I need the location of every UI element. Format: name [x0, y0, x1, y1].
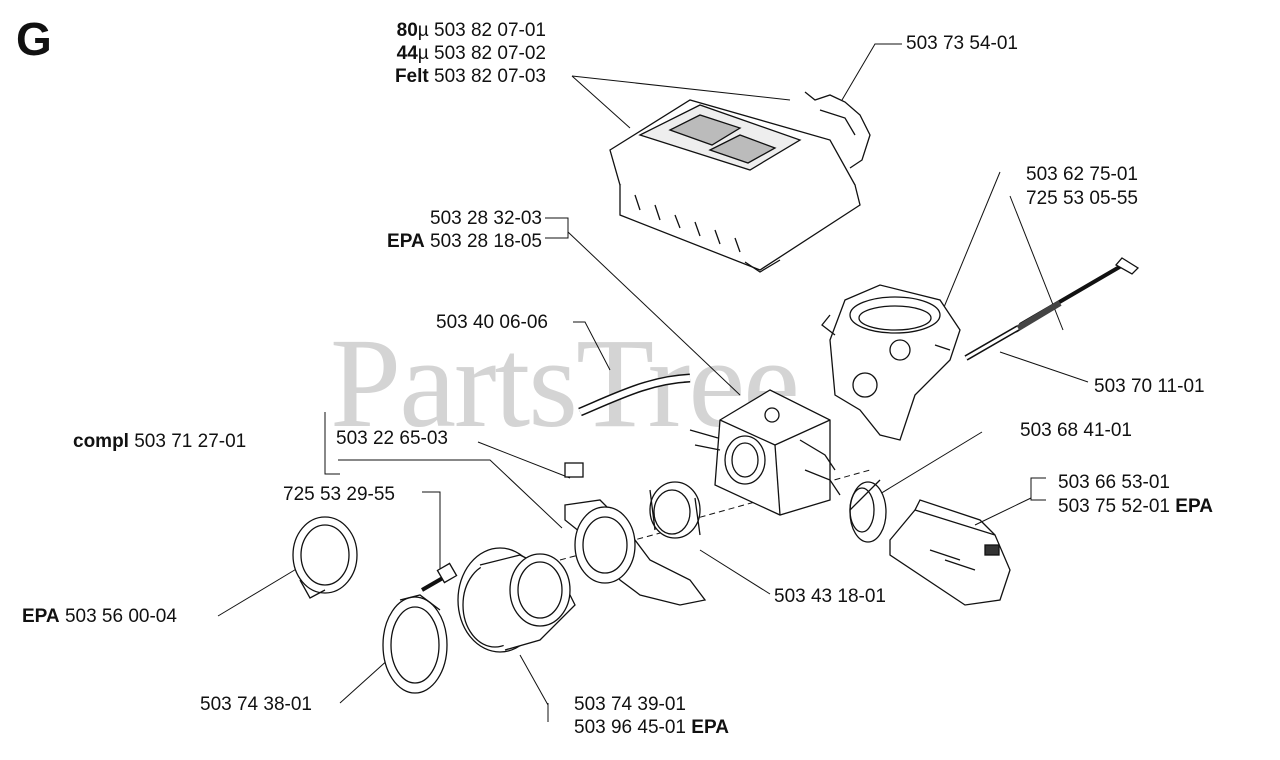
label-manifold: 503 62 75-01 [1026, 164, 1138, 185]
label-carb-epa: EPA 503 28 18-05 [387, 231, 542, 252]
label-bracket-epa: 503 75 52-01 EPA [1058, 496, 1213, 517]
throttle-bracket [889, 499, 1011, 606]
spring-clip [804, 91, 871, 169]
label-intake-a: 503 74 39-01 [574, 694, 686, 715]
long-screw [1013, 257, 1140, 333]
carburetor-gasket [849, 479, 887, 543]
rubber-boot [649, 481, 701, 539]
label-intake-epa: 503 96 45-01 EPA [574, 717, 729, 738]
label-filter-44: 44µ 503 82 07-02 [396, 43, 546, 64]
clamp-assembly [564, 462, 707, 606]
label-clamp-compl: compl 503 71 27-01 [73, 431, 247, 452]
label-carb-a: 503 28 32-03 [430, 208, 542, 229]
hose-clamp [292, 516, 358, 599]
intake-flange [457, 547, 576, 653]
flange-ring [382, 594, 448, 694]
label-flange: 503 74 38-01 [200, 694, 312, 715]
screw [421, 562, 458, 592]
air-filter-cover [609, 99, 861, 273]
label-filter-80: 80µ 503 82 07-01 [396, 20, 546, 41]
label-ring: 503 43 18-01 [774, 586, 886, 607]
label-bracket-a: 503 66 53-01 [1058, 472, 1170, 493]
label-filter-felt: Felt 503 82 07-03 [394, 66, 546, 87]
carburetor [689, 389, 841, 516]
intake-manifold [821, 284, 961, 441]
fuel-hose [578, 373, 691, 417]
label-fuel-hose: 503 40 06-06 [436, 312, 548, 333]
label-cover-spring: 503 73 54-01 [906, 33, 1018, 54]
label-clamp-epa: EPA 503 56 00-04 [22, 606, 177, 627]
label-gasket: 503 68 41-01 [1020, 420, 1132, 441]
section-letter: G [16, 13, 52, 65]
label-screw: 725 53 29-55 [283, 484, 395, 505]
label-grommet: 503 22 65-03 [336, 428, 448, 449]
label-spacer-tube: 503 70 11-01 [1094, 376, 1205, 397]
label-manifold-screw: 725 53 05-55 [1026, 188, 1138, 209]
spacer-tube [964, 325, 1020, 361]
